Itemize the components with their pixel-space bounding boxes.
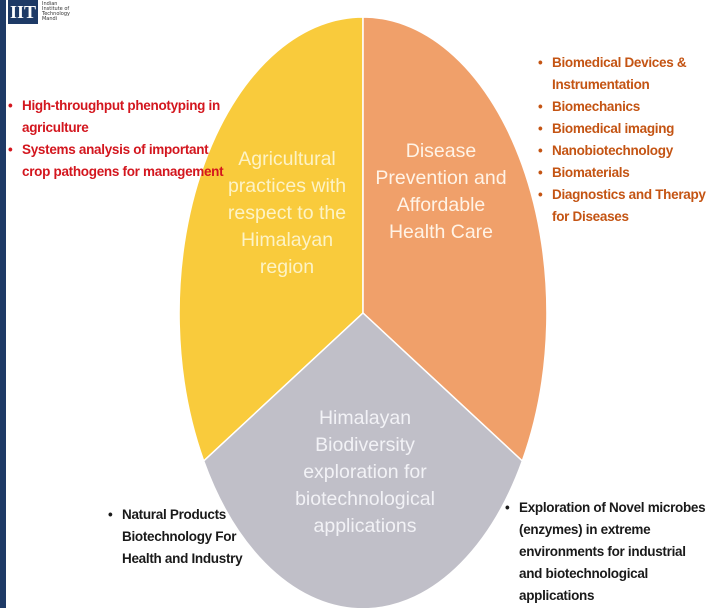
list-item: Biomaterials xyxy=(538,162,710,184)
list-item: Natural Products Biotechnology For Healt… xyxy=(108,504,268,570)
institute-logo: IIT Indian Institute of Technology Mandi xyxy=(0,0,70,30)
list-microbe-exploration: Exploration of Novel microbes (enzymes) … xyxy=(505,497,710,607)
logo-text: Indian Institute of Technology Mandi xyxy=(41,1,70,22)
list-item: Diagnostics and Therapy for Diseases xyxy=(538,184,710,228)
slide-frame-edge xyxy=(0,0,6,608)
list-item: Nanobiotechnology xyxy=(538,140,710,162)
sector-label-disease-prevention: Disease Prevention and Affordable Health… xyxy=(375,140,507,243)
list-item: Biomechanics xyxy=(538,96,710,118)
sector-label-agricultural: Agricultural practices with respect to t… xyxy=(227,148,347,278)
list-health-topics: Biomedical Devices & Instrumentation Bio… xyxy=(538,52,710,228)
list-item: Biomedical Devices & Instrumentation xyxy=(538,52,710,96)
sector-disease-prevention xyxy=(362,16,548,463)
logo-mark: IIT xyxy=(8,0,38,24)
list-item: Exploration of Novel microbes (enzymes) … xyxy=(505,497,710,607)
list-agriculture-topics: High-throughput phenotyping in agricultu… xyxy=(8,95,238,183)
list-item: High-throughput phenotyping in agricultu… xyxy=(8,95,238,139)
list-item: Systems analysis of important crop patho… xyxy=(8,139,238,183)
list-natural-products: Natural Products Biotechnology For Healt… xyxy=(108,504,268,570)
sector-label-himalayan-biodiversity: Himalayan Biodiversity exploration for b… xyxy=(295,407,435,537)
list-item: Biomedical imaging xyxy=(538,118,710,140)
